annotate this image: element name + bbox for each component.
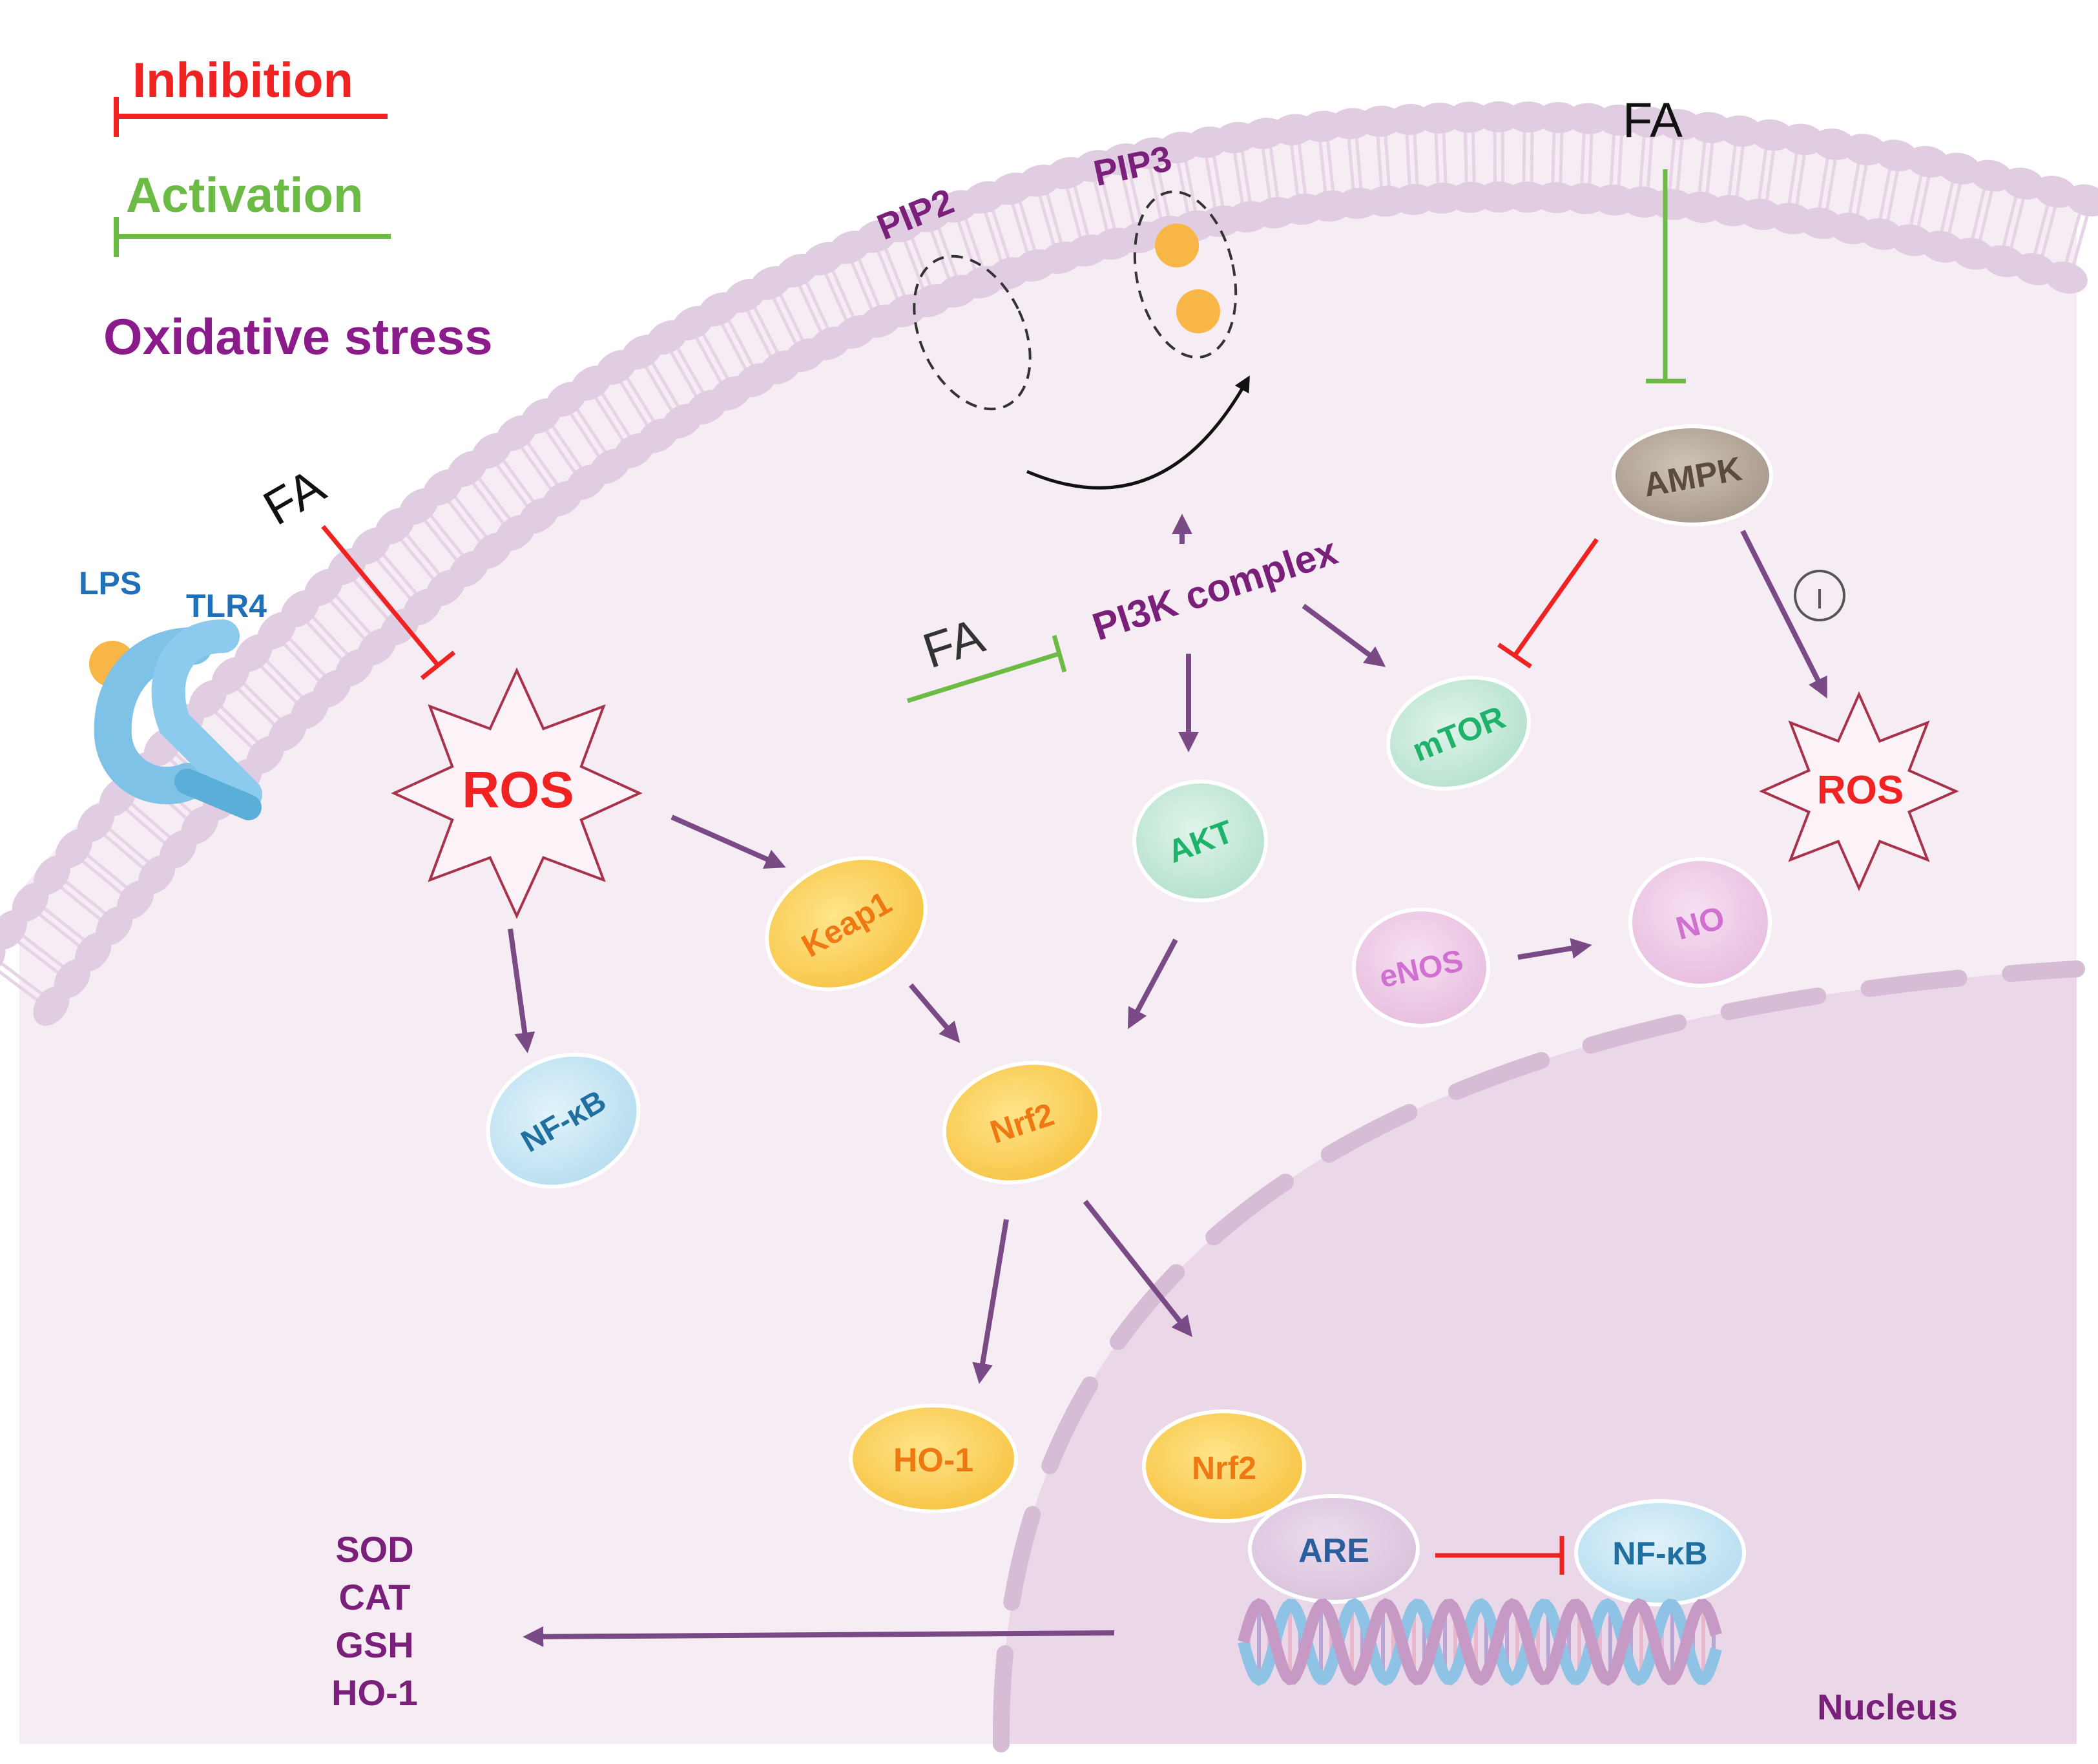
legend: Inhibition Activation Oxidative stress <box>103 53 493 365</box>
phospholipid <box>2044 184 2098 294</box>
are-node: ARE <box>1248 1494 1420 1604</box>
fa-ampk-inhibition <box>1646 169 1686 384</box>
legend-activation: Activation <box>126 168 363 223</box>
nucleus-to-enzymes-arrow <box>523 1626 1115 1647</box>
diagram-title: Oxidative stress <box>103 308 493 365</box>
nucleus-label: Nucleus <box>1817 1686 1958 1727</box>
pip3-phosphate <box>1176 289 1220 333</box>
akt-node: AKT <box>1132 780 1268 902</box>
keap1-to-nrf2-arrow <box>908 983 961 1043</box>
ros-to-nfkb-arrow <box>508 928 535 1053</box>
circle-i-text: I <box>1816 583 1823 615</box>
fa-ros-inhibition <box>321 524 456 680</box>
dna-helix <box>1238 1598 1722 1686</box>
nrf2-to-ho1-arrow <box>972 1219 1009 1384</box>
nrf2-cytoplasm-node: Nrf2 <box>942 1061 1102 1185</box>
ampk-mtor-inhibition <box>1497 537 1599 669</box>
ros-star-left <box>391 667 643 919</box>
no-node: NO <box>1628 857 1772 988</box>
output-sod: SOD <box>335 1529 413 1570</box>
enos-node: eNOS <box>1352 908 1490 1028</box>
tlr4-receptor <box>94 619 262 820</box>
fa-label-top-right: FA <box>1623 93 1683 148</box>
pip3-outline <box>1133 190 1238 359</box>
nrf2-to-nucleus-arrow <box>1083 1199 1192 1338</box>
ho1-cytoplasm-node: HO-1 <box>849 1404 1018 1513</box>
fa-pi3k-inhibition <box>906 635 1067 703</box>
output-cat: CAT <box>339 1577 411 1617</box>
ros-star-right <box>1759 691 1959 891</box>
activation-arrows <box>508 514 1827 1647</box>
keap1-node: Keap1 <box>765 856 928 991</box>
lps-label: LPS <box>79 565 141 601</box>
ampk-node: AMPK <box>1612 424 1773 526</box>
nuclear-envelope <box>992 960 2085 1752</box>
pip2-to-pip3-arrow <box>1026 375 1250 490</box>
svg-text:ARE: ARE <box>1298 1532 1369 1570</box>
mtor-node: mTOR <box>1386 675 1531 791</box>
antioxidant-outputs: SOD CAT GSH HO-1 <box>331 1529 418 1713</box>
nrf2-nucleus-node: Nrf2 <box>1142 1409 1306 1523</box>
nfkb-cytoplasm-node: NF-κB <box>486 1052 641 1189</box>
cell-membrane <box>0 101 2098 1026</box>
ros-label-left: ROS <box>462 761 574 818</box>
nfkb-nucleus-node: NF-κB <box>1574 1499 1746 1606</box>
svg-text:HO-1: HO-1 <box>893 1442 973 1479</box>
phospholipid <box>1185 126 1243 237</box>
ros-label-right: ROS <box>1817 768 1904 813</box>
output-gsh: GSH <box>335 1624 413 1665</box>
ros-to-keap1-arrow <box>670 815 786 869</box>
akt-to-nrf2-arrow <box>1127 939 1178 1030</box>
pip2-outline <box>913 254 1032 411</box>
pi3k-to-mtor-arrow <box>1302 603 1386 667</box>
output-ho1: HO-1 <box>331 1672 418 1713</box>
ampk-to-ros-arrow <box>1740 530 1827 699</box>
circle-i-symbol <box>1794 570 1845 621</box>
pip3-phosphate <box>1155 223 1199 267</box>
phospholipid <box>77 803 176 895</box>
are-nfkb-inhibition <box>1435 1536 1564 1575</box>
legend-inhibition: Inhibition <box>132 53 353 108</box>
svg-text:Nrf2: Nrf2 <box>1192 1450 1256 1486</box>
tlr4-label: TLR4 <box>186 588 267 624</box>
enos-to-no-arrow <box>1517 938 1592 960</box>
svg-text:NF-κB: NF-κB <box>1612 1535 1707 1572</box>
phospholipid <box>1243 118 1298 229</box>
